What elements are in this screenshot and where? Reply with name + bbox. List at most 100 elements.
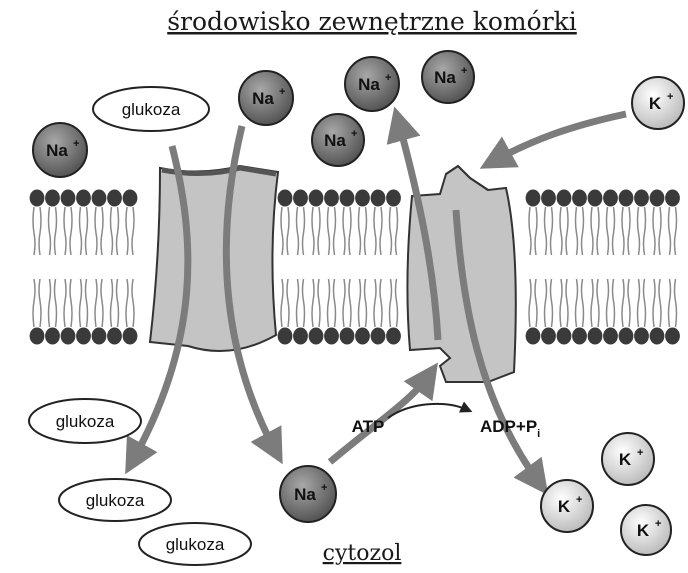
ion-label: Na	[324, 131, 346, 150]
lipid-tail	[551, 207, 553, 255]
glucose-cytosol: glukoza	[139, 523, 251, 565]
lipid-head	[30, 328, 45, 345]
ion-label: K	[619, 450, 632, 469]
lipid-head	[355, 190, 370, 207]
ion-label: Na	[294, 485, 316, 504]
lipid-tail	[374, 207, 376, 255]
potassium-ion-cytosol: K+	[541, 480, 593, 532]
ion-charge: +	[321, 482, 327, 494]
glucose-cytosol: glukoza	[59, 479, 171, 521]
lipid-head	[665, 190, 680, 207]
lipid-tail	[359, 207, 361, 255]
lipid-tail	[126, 207, 128, 255]
lipid-tail	[287, 279, 289, 327]
lipid-tail	[566, 279, 568, 327]
ion-charge: +	[576, 494, 582, 506]
lipid-tail	[529, 279, 531, 327]
lipid-tail	[628, 207, 630, 255]
lipid-tail	[380, 207, 382, 255]
lipid-tail	[70, 279, 72, 327]
ion-charge: +	[73, 138, 79, 150]
lipid-tail	[86, 207, 88, 255]
sodium-ion-outside: Na+	[239, 71, 293, 125]
lipid-tail	[287, 207, 289, 255]
lipid-tail	[638, 279, 640, 327]
lipid-tail	[39, 279, 41, 327]
lipid-tail	[117, 279, 119, 327]
lipid-tail	[613, 207, 615, 255]
lipid-tail	[281, 207, 283, 255]
lipid-head	[309, 190, 324, 207]
lipid-head	[107, 328, 122, 345]
lipid-head	[603, 328, 618, 345]
potassium-ion-outside: K+	[632, 77, 684, 129]
lipid-head	[340, 328, 355, 345]
lipid-tail	[390, 207, 392, 255]
ion-charge: +	[655, 518, 661, 530]
sodium-ion-outside: Na+	[345, 57, 399, 111]
ion-charge: +	[385, 72, 391, 84]
lipid-tail	[101, 207, 103, 255]
lipid-tail	[622, 279, 624, 327]
ion-label: K	[637, 521, 650, 540]
lipid-head	[278, 328, 293, 345]
potassium-ion-cytosol: K+	[602, 433, 654, 485]
sodium-ion-outside: Na +	[422, 51, 474, 103]
lipid-head	[619, 190, 634, 207]
lipid-tail	[607, 279, 609, 327]
lipid-tail	[334, 279, 336, 327]
ion-charge: +	[461, 65, 467, 77]
lipid-tail	[55, 207, 57, 255]
lipid-tail	[582, 207, 584, 255]
lipid-head	[371, 328, 386, 345]
ion-label: Na	[434, 68, 456, 87]
glucose-label: glukoza	[166, 535, 225, 554]
lipid-head	[340, 190, 355, 207]
lipid-head	[324, 328, 339, 345]
lipid-head	[293, 190, 308, 207]
lipid-head	[572, 328, 587, 345]
lipid-tail	[566, 207, 568, 255]
lipid-bilayer	[30, 190, 680, 345]
adp-base-label: ADP+P	[480, 417, 537, 436]
lipid-head	[324, 190, 339, 207]
lipid-head	[92, 190, 107, 207]
ion-label: K	[558, 497, 571, 516]
lipid-tail	[303, 207, 305, 255]
adp-subscript: i	[537, 428, 540, 440]
lipid-head	[61, 190, 76, 207]
ion-label: K	[649, 94, 662, 113]
lipid-head	[76, 190, 91, 207]
glucose-cytosol: glukoza	[29, 399, 141, 443]
lipid-head	[572, 190, 587, 207]
lipid-tail	[343, 279, 345, 327]
sodium-ion-outside: Na+	[33, 123, 87, 177]
lipid-tail	[64, 279, 66, 327]
lipid-tail	[95, 279, 97, 327]
lipid-head	[557, 190, 572, 207]
lipid-head	[123, 328, 138, 345]
lipid-tail	[659, 279, 661, 327]
glucose-label: glukoza	[86, 491, 145, 510]
lipid-head	[92, 328, 107, 345]
lipid-tail	[111, 279, 113, 327]
lipid-tail	[39, 207, 41, 255]
lipid-tail	[86, 279, 88, 327]
lipid-head	[541, 328, 556, 345]
lipid-tail	[644, 279, 646, 327]
sodium-ion-outside: Na+	[312, 114, 364, 166]
lipid-head	[107, 190, 122, 207]
lipid-tail	[318, 279, 320, 327]
title-label: środowisko zewnętrzne komórki	[167, 7, 577, 36]
lipid-tail	[638, 207, 640, 255]
lipid-tail	[535, 207, 537, 255]
lipid-tail	[669, 279, 671, 327]
lipid-tail	[576, 207, 578, 255]
lipid-tail	[349, 279, 351, 327]
lipid-head	[45, 328, 60, 345]
lipid-head	[650, 328, 665, 345]
lipid-tail	[297, 207, 299, 255]
lipid-tail	[365, 279, 367, 327]
